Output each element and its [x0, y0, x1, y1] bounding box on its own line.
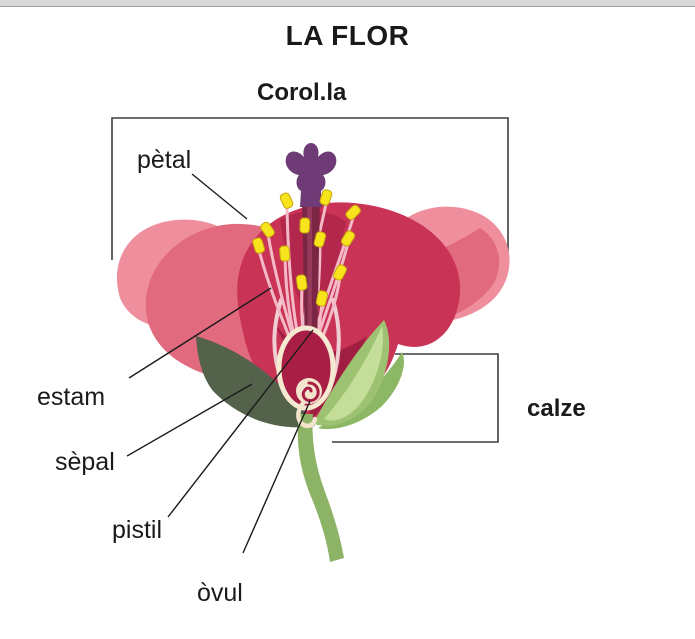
- calyx-leaf-main: [313, 320, 390, 426]
- ovule-tail: [296, 400, 318, 429]
- calyx-bracket: [332, 353, 499, 443]
- anther: [252, 237, 266, 254]
- anther: [319, 189, 333, 206]
- calyx-bracket-line: [332, 353, 499, 443]
- anthers: [252, 189, 361, 307]
- page-title: LA FLOR: [285, 20, 410, 51]
- stamen-leader-line: [128, 287, 272, 379]
- corolla-bracket: [111, 117, 509, 263]
- ovule-spiral: [301, 381, 320, 403]
- anther: [279, 245, 291, 262]
- anther: [260, 221, 275, 238]
- calyx-leaf-thin: [318, 352, 404, 430]
- sepal-label: sèpal: [55, 448, 115, 476]
- anther: [345, 204, 361, 221]
- anther: [279, 192, 294, 209]
- anther: [333, 264, 347, 281]
- browser-edge-bar: [0, 0, 695, 7]
- flower-illustration: [116, 143, 510, 562]
- pistil-label: pistil: [112, 516, 163, 544]
- calyx-label: calze: [527, 395, 586, 422]
- anther: [313, 231, 327, 248]
- stamen-label: estam: [37, 383, 106, 411]
- corolla-label: Corol.la: [257, 79, 347, 106]
- stigma: [285, 143, 337, 207]
- anther: [295, 274, 308, 291]
- stem: [297, 414, 344, 562]
- calyx-leaf-highlight: [324, 326, 384, 421]
- anther: [315, 290, 328, 307]
- petal-label: pètal: [137, 146, 192, 174]
- petal-leader-line: [191, 173, 248, 220]
- pistil-stalk-highlight: [307, 198, 312, 348]
- sepal-leader-line: [126, 383, 253, 457]
- pistil-leader-line: [167, 329, 314, 518]
- ovule-leader-line: [242, 400, 311, 554]
- ovule-label: òvul: [197, 579, 243, 607]
- leader-lines: [126, 173, 314, 554]
- sepal-shape: [196, 336, 315, 428]
- corolla-bracket-line: [111, 117, 509, 263]
- anther: [340, 230, 356, 247]
- anther: [299, 217, 311, 234]
